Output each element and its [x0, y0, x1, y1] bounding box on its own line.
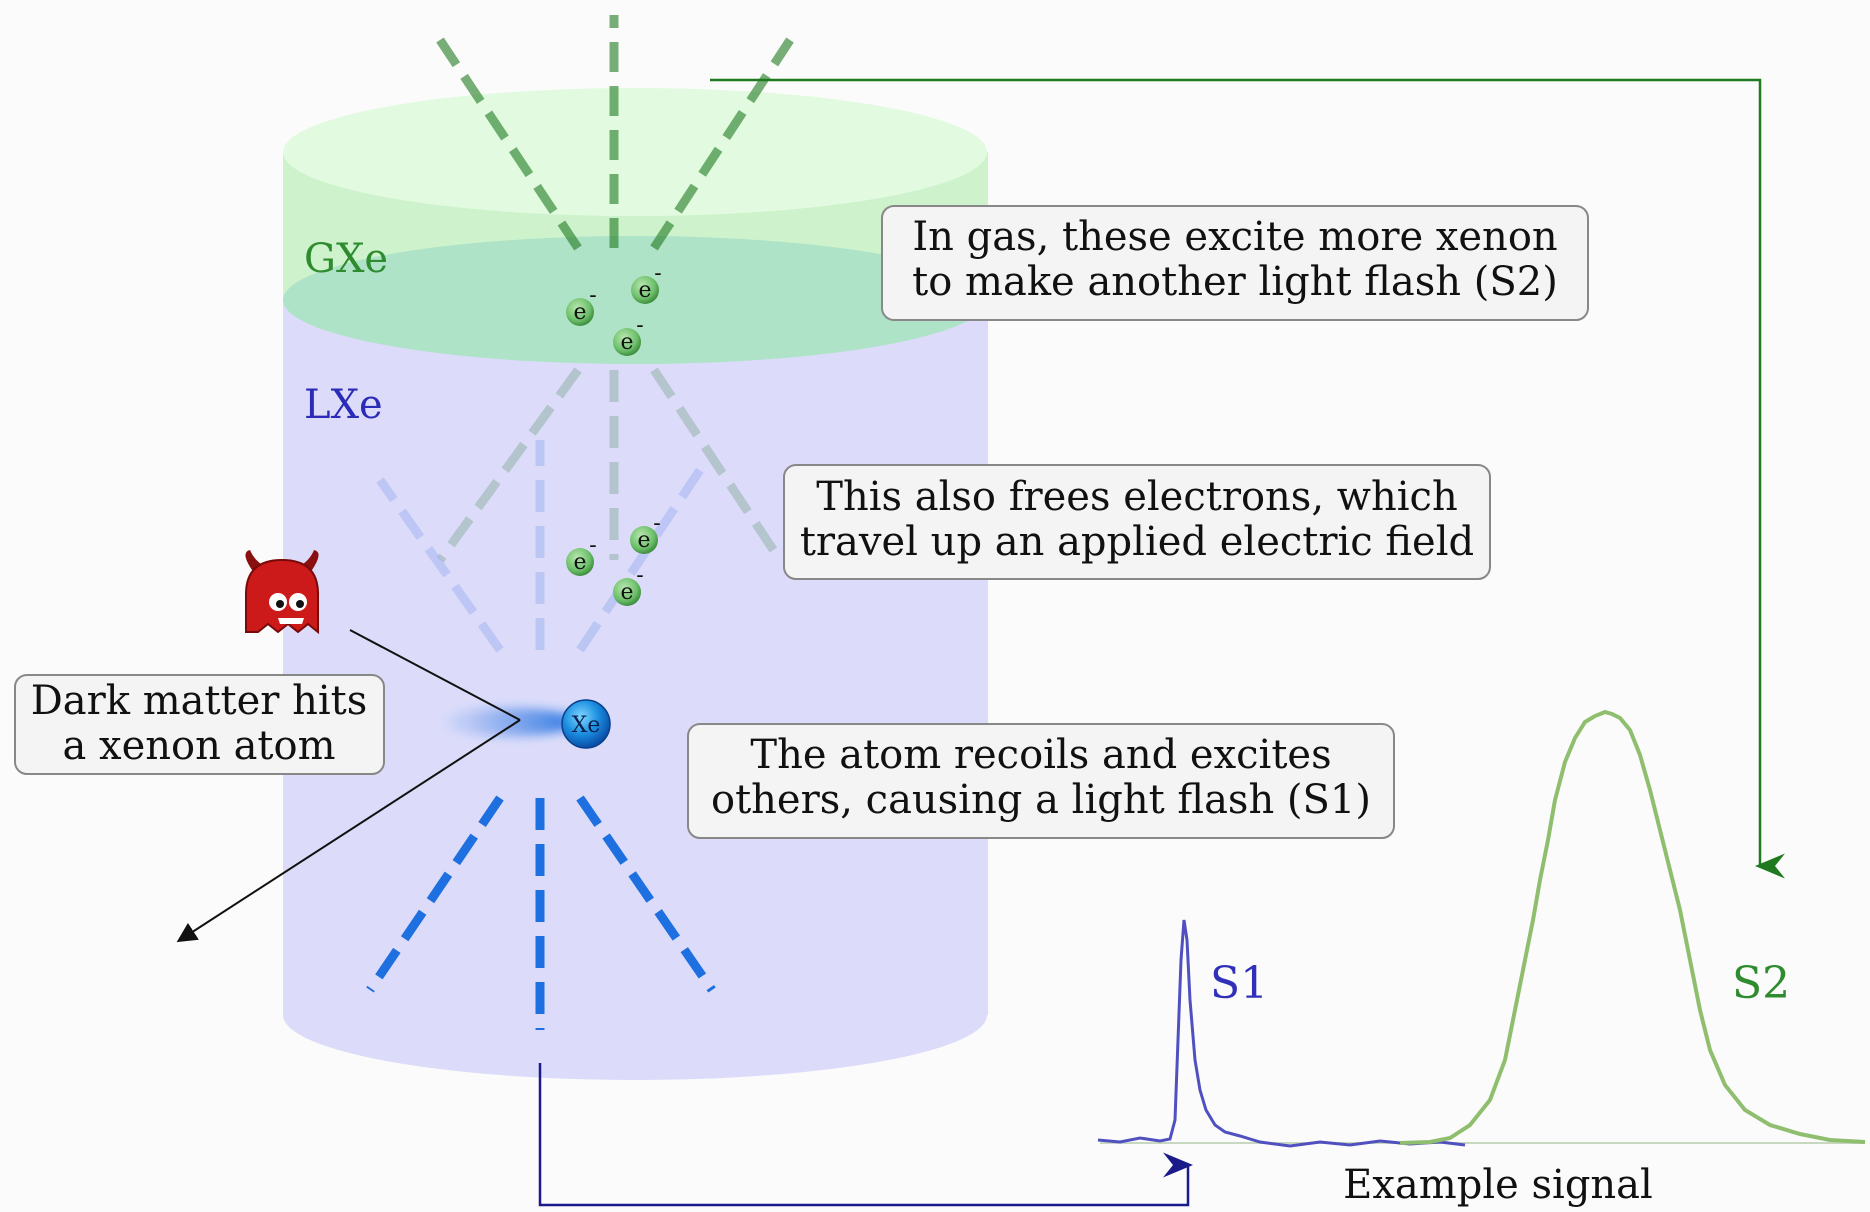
electron-icon: e - — [566, 533, 597, 576]
s1-light-rays — [366, 795, 716, 1030]
callout-s2-line2: to make another light flash (S2) — [912, 259, 1558, 305]
electron-icon: e - — [613, 313, 644, 356]
signal-caption: Example signal — [1343, 1162, 1653, 1207]
electron-group-gas: e - e - e - — [566, 261, 662, 356]
callout-s2-line1: In gas, these excite more xenon — [912, 214, 1557, 260]
electron-symbol: e — [637, 528, 650, 553]
s1-signal-label: S1 — [1210, 958, 1268, 1009]
electron-symbol: e — [620, 580, 633, 605]
liquid-phase-label: LXe — [304, 382, 383, 428]
electron-group-liquid: e - e - e - — [566, 511, 661, 606]
s1-trace — [1097, 919, 1466, 1148]
electron-symbol: e — [638, 278, 651, 303]
callout-electrons-line1: This also frees electrons, which — [816, 474, 1457, 520]
electron-charge: - — [589, 533, 596, 558]
electron-icon: e - — [613, 563, 644, 606]
recoil-trail — [440, 708, 580, 736]
callout-s1-line2: others, causing a light flash (S1) — [711, 777, 1371, 823]
electron-symbol: e — [620, 330, 633, 355]
example-signal-plot — [1097, 709, 1866, 1148]
s2-light-rays — [436, 15, 794, 251]
s2-trace — [1399, 709, 1866, 1145]
electron-icon: e - — [630, 511, 661, 554]
electron-symbol: e — [573, 300, 586, 325]
s2-connector-arrow — [710, 78, 1785, 879]
s2-signal-label: S2 — [1732, 958, 1790, 1009]
callout-electrons: This also frees electrons, which travel … — [783, 464, 1491, 580]
s1-connector-arrow — [538, 1063, 1193, 1207]
callout-dark-matter: Dark matter hits a xenon atom — [14, 674, 385, 775]
callout-dark-matter-line1: Dark matter hits — [31, 678, 368, 724]
dark-matter-trajectory — [176, 629, 521, 943]
electron-charge: - — [654, 261, 661, 286]
electron-icon: e - — [631, 261, 662, 304]
electron-drift-paths — [436, 367, 784, 563]
red-devil-creature-icon — [245, 550, 319, 635]
electron-charge: - — [653, 511, 660, 536]
callout-dark-matter-line2: a xenon atom — [62, 723, 335, 769]
electron-symbol: e — [573, 550, 586, 575]
electron-charge: - — [636, 563, 643, 588]
xenon-atom-icon: Xe — [561, 699, 611, 749]
callout-s2: In gas, these excite more xenon to make … — [881, 205, 1589, 321]
callout-s1-line1: The atom recoils and excites — [750, 732, 1331, 778]
electron-charge: - — [636, 313, 643, 338]
callout-electrons-line2: travel up an applied electric field — [800, 519, 1474, 565]
electron-charge: - — [589, 283, 596, 308]
xenon-atom-symbol: Xe — [572, 713, 601, 738]
faint-s1-rays — [376, 440, 704, 653]
callout-s1: The atom recoils and excites others, cau… — [687, 723, 1395, 839]
gas-phase-label: GXe — [304, 236, 388, 282]
gas-xenon-volume — [283, 88, 988, 364]
electron-icon: e - — [566, 283, 597, 326]
